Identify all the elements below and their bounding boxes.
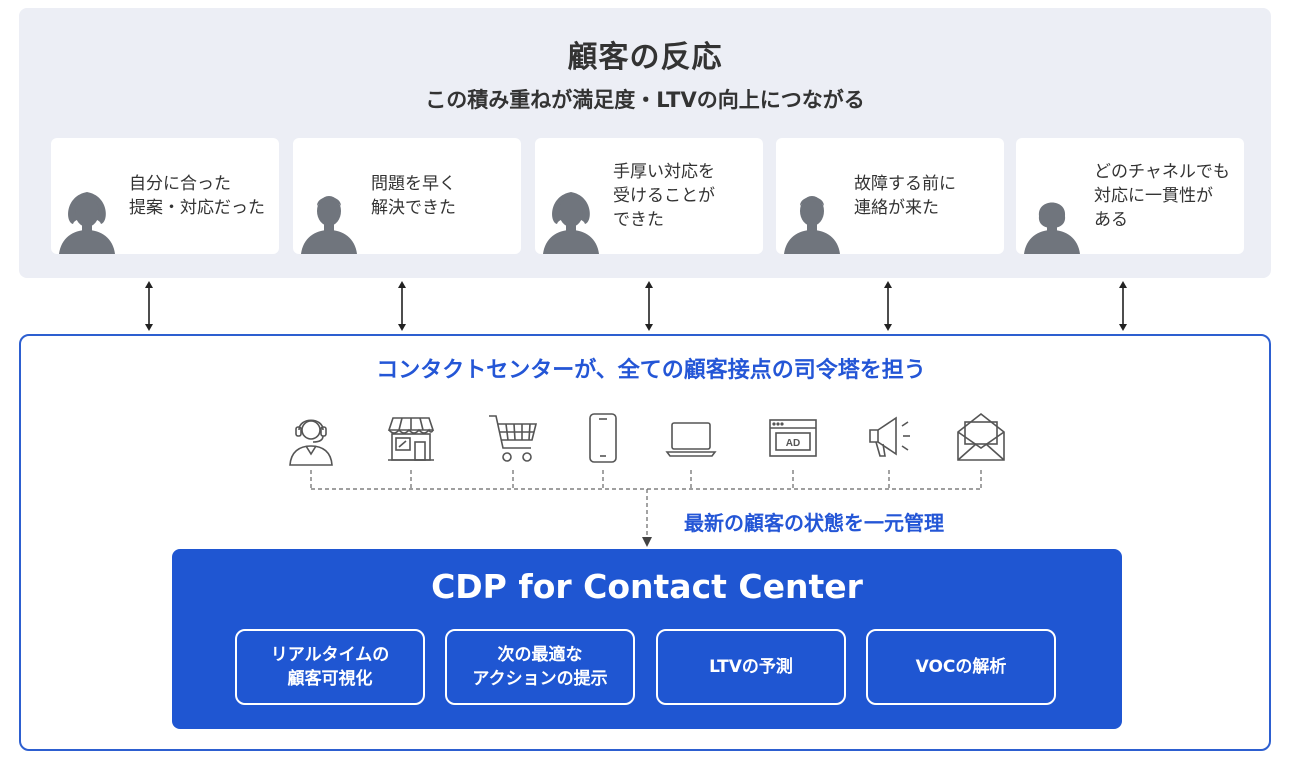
contact-center-title: コンタクトセンターが、全ての顧客接点の司令塔を担う [376, 358, 926, 383]
ad-label: AD [786, 438, 800, 449]
email-icon [957, 412, 1005, 461]
voice-card: 手厚い対応を 受けることが できた [535, 138, 763, 254]
store-icon [387, 417, 435, 461]
man-icon [784, 196, 840, 254]
laptop-icon [665, 422, 717, 457]
woman-icon [543, 192, 599, 254]
bidirectional-arrow-icon [398, 281, 406, 331]
customer-reaction-panel: 顧客の反応 この積み重ねが満足度・LTVの向上につながる 自分に合った 提案・対… [19, 8, 1271, 278]
bidirectional-arrow-icon [1119, 281, 1127, 331]
smartphone-icon [589, 413, 617, 463]
voice-text: 手厚い対応を 受けることが できた [613, 162, 715, 230]
voice-text: 問題を早く 解決できた [371, 174, 456, 218]
voice-text: どのチャネルでも 対応に一貫性が ある [1094, 162, 1230, 230]
voice-text: 故障する前に 連絡が来た [854, 174, 956, 218]
woman-icon [59, 192, 115, 254]
megaphone-icon [869, 416, 910, 457]
voice-card: 問題を早く 解決できた [293, 138, 521, 254]
feature-box: リアルタイムの 顧客可視化 [235, 629, 425, 705]
bidirectional-arrow-icon [145, 281, 153, 331]
person-icon [1024, 202, 1080, 254]
customer-reaction-subtitle: この積み重ねが満足度・LTVの向上につながる [425, 88, 865, 112]
unified-management-label: 最新の顧客の状態を一元管理 [684, 511, 944, 535]
cdp-box: CDP for Contact Center リアルタイムの 顧客可視化 次の最… [172, 549, 1122, 729]
voice-card: どのチャネルでも 対応に一貫性が ある [1016, 138, 1244, 254]
feature-box: LTVの予測 [656, 629, 846, 705]
cdp-title: CDP for Contact Center [431, 567, 863, 606]
bidirectional-arrow-icon [645, 281, 653, 331]
web-ad-icon: AD [769, 419, 817, 457]
man-icon [301, 196, 357, 254]
voice-card: 故障する前に 連絡が来た [776, 138, 1004, 254]
shopping-cart-icon [489, 415, 538, 462]
operator-headset-icon [289, 419, 333, 466]
voice-card: 自分に合った 提案・対応だった [51, 138, 279, 254]
feature-box: VOCの解析 [866, 629, 1056, 705]
voice-text: 自分に合った 提案・対応だった [129, 174, 265, 218]
customer-reaction-title: 顧客の反応 [567, 40, 723, 75]
feature-box: 次の最適な アクションの提示 [445, 629, 635, 705]
bidirectional-arrow-icon [884, 281, 892, 331]
